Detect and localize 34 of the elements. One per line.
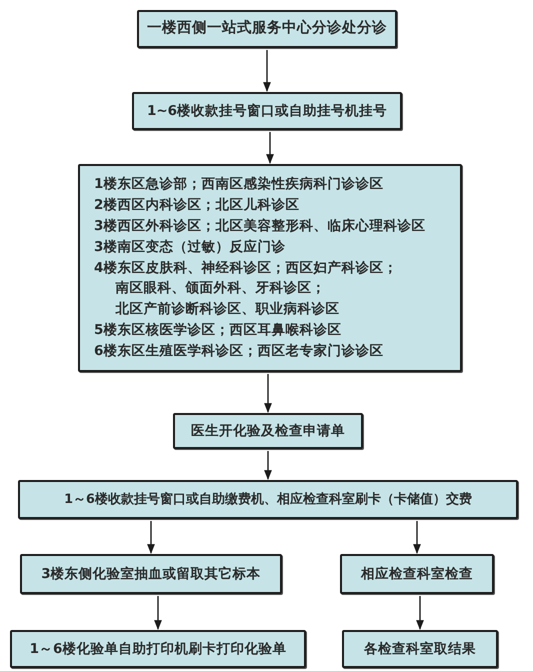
process-box [340, 554, 494, 594]
box-text: 1~6楼收款挂号窗口或自助挂号机挂号 [146, 102, 388, 120]
box-text: 相应检查科室检查 [361, 566, 473, 582]
box-text: 3楼东侧化验室抽血或留取其它标本 [41, 566, 261, 582]
box-text: 6楼东区生殖医学科诊区；西区老专家门诊诊区 [94, 342, 384, 362]
box-text: 5楼东区核医学诊区；西区耳鼻喉科诊区 [94, 321, 342, 340]
process-box [78, 164, 462, 372]
process-box [173, 413, 363, 449]
arrow [154, 596, 162, 630]
box-text: 各检查科室取结果 [364, 640, 476, 658]
box-text: 3楼南区变态（过敏）反应门诊 [94, 238, 286, 257]
process-box [137, 10, 397, 48]
box-text: 1楼东区急诊部；西南区感染性疾病科门诊诊区 [94, 174, 384, 194]
arrow [416, 596, 424, 630]
arrow [147, 521, 155, 554]
process-box [20, 554, 282, 594]
arrow [266, 132, 274, 164]
arrow [263, 50, 271, 92]
arrow [264, 374, 272, 413]
box-text: 1～6楼收款挂号窗口或自助缴费机、相应检查科室刷卡（卡储值）交费 [64, 492, 472, 508]
box-text: 医生开化验及检查申请单 [191, 422, 345, 440]
box-text: 南区眼科、颌面外科、牙科诊区； [114, 279, 326, 298]
box-text: 2楼西区内科诊区；北区儿科诊区 [94, 196, 300, 215]
process-box [18, 480, 518, 519]
box-text: 一楼西侧一站式服务中心分诊处分诊 [147, 20, 387, 38]
arrow [264, 451, 272, 480]
arrow [413, 521, 421, 554]
box-text: 3楼西区外科诊区；北区美容整形科、临床心理科诊区 [94, 216, 426, 236]
box-text: 1～6楼化验单自助打印机刷卡打印化验单 [30, 640, 286, 658]
process-box [342, 630, 498, 668]
box-text: 北区产前诊断科诊区、职业病科诊区 [114, 300, 340, 320]
box-text: 4楼东区皮肤科、神经科诊区；西区妇产科诊区； [94, 258, 398, 278]
process-box [10, 630, 306, 668]
process-box [132, 92, 402, 130]
